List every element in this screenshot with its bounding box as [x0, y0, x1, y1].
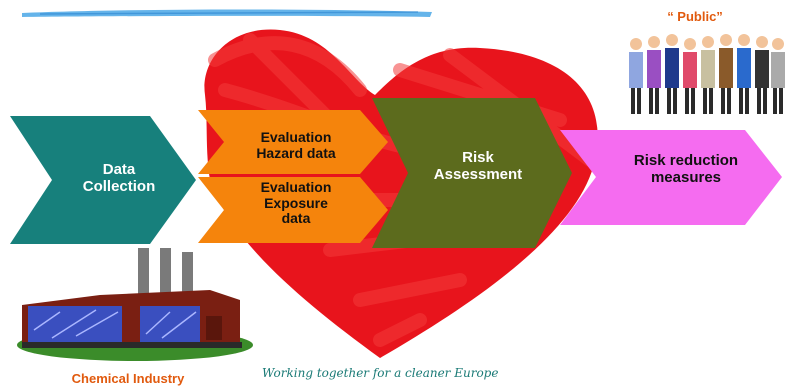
factory-icon: [17, 248, 253, 361]
risk-reduction-chevron: [560, 130, 782, 225]
top-brush-stroke: [22, 9, 432, 17]
evaluation-exposure-label: Evaluation Exposure data: [260, 179, 332, 227]
public-label: “ Public”: [667, 9, 723, 24]
tagline: Working together for a cleaner Europe: [262, 366, 499, 380]
risk-assessment-label: Risk Assessment: [433, 149, 523, 183]
crowd-icon: [629, 34, 785, 114]
chemical-industry-label: Chemical Industry: [71, 371, 185, 386]
evaluation-hazard-label: Evaluation Hazard data: [256, 129, 336, 161]
evaluation-hazard-chevron: [198, 110, 388, 174]
risk-reduction-label: Risk reduction measures: [633, 152, 739, 186]
data-collection-chevron: [10, 116, 196, 244]
risk-assessment-chevron: [372, 98, 572, 248]
data-collection-label: Data Collection: [82, 161, 156, 195]
evaluation-exposure-chevron: [198, 177, 388, 243]
